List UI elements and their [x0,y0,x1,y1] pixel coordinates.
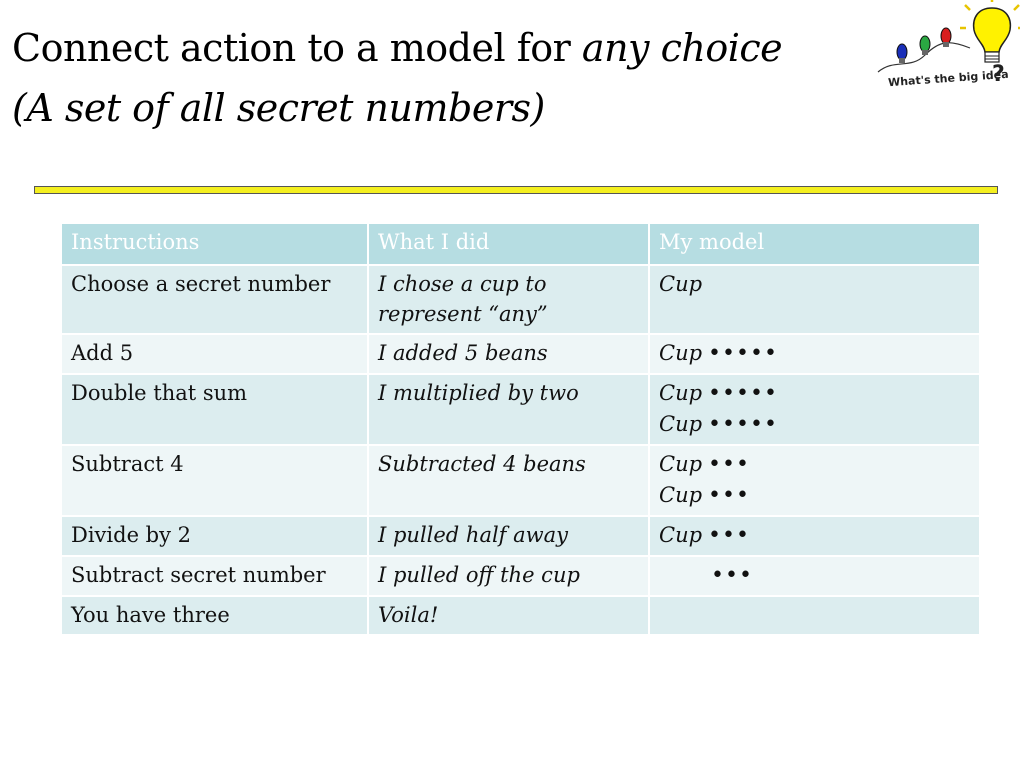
model-cell: ••• [648,555,981,597]
bean-dots: ••••• [708,341,778,366]
cup-label: Cup [659,523,703,547]
model-cell: Cup••• [648,515,981,557]
title-italic: any choice (A set of all secret numbers) [12,26,783,130]
title-divider [34,186,998,194]
bean-dots: ••• [708,523,750,548]
what-i-did-cell: I added 5 beans [367,333,650,375]
instruction-cell: You have three [60,595,369,636]
model-line: Cup••• [659,449,970,480]
what-i-did-cell: I pulled off the cup [367,555,650,597]
model-cell: Cup•••••Cup••••• [648,373,981,446]
header-what-i-did: What I did [367,222,650,266]
what-i-did-cell: I multiplied by two [367,373,650,446]
header-instructions: Instructions [60,222,369,266]
bean-dots: ••• [711,563,753,588]
instruction-cell: Choose a secret number [60,264,369,335]
cup-label: Cup [659,381,703,405]
title-plain: Connect action to a model for [12,26,582,70]
bean-dots: ••• [708,452,750,477]
header-my-model: My model [648,222,981,266]
instruction-cell: Double that sum [60,373,369,446]
big-idea-logo: What's the big idea ? [870,0,1020,110]
bean-dots: ••• [708,483,750,508]
bean-dots: ••••• [708,412,778,437]
cup-label: Cup [659,272,703,296]
model-line: Cup [659,269,970,300]
what-i-did-cell: I chose a cup to represent “any” [367,264,650,335]
cup-label: Cup [659,483,703,507]
instruction-cell: Subtract secret number [60,555,369,597]
model-line: Cup••• [659,520,970,551]
what-i-did-cell: Subtracted 4 beans [367,444,650,517]
instruction-cell: Subtract 4 [60,444,369,517]
lightbulb-icon [877,0,1020,73]
model-cell [648,595,981,636]
cup-label: Cup [659,341,703,365]
model-cell: Cup••••• [648,333,981,375]
model-line: Cup••• [659,480,970,511]
question-mark-icon: ? [992,62,1005,87]
what-i-did-cell: Voila! [367,595,650,636]
model-cell: Cup•••Cup••• [648,444,981,517]
model-line: Cup••••• [659,338,970,369]
model-line: ••• [659,560,970,591]
instruction-cell: Add 5 [60,333,369,375]
model-line: Cup••••• [659,409,970,440]
bean-dots: ••••• [708,381,778,406]
model-cell: Cup [648,264,981,335]
cup-label: Cup [659,452,703,476]
model-table: Instructions What I did My model Choose … [60,222,981,636]
cup-label: Cup [659,412,703,436]
model-line: Cup••••• [659,378,970,409]
what-i-did-cell: I pulled half away [367,515,650,557]
table-header-row: Instructions What I did My model [60,222,981,266]
slide-title: Connect action to a model for any choice… [12,18,832,138]
instruction-cell: Divide by 2 [60,515,369,557]
